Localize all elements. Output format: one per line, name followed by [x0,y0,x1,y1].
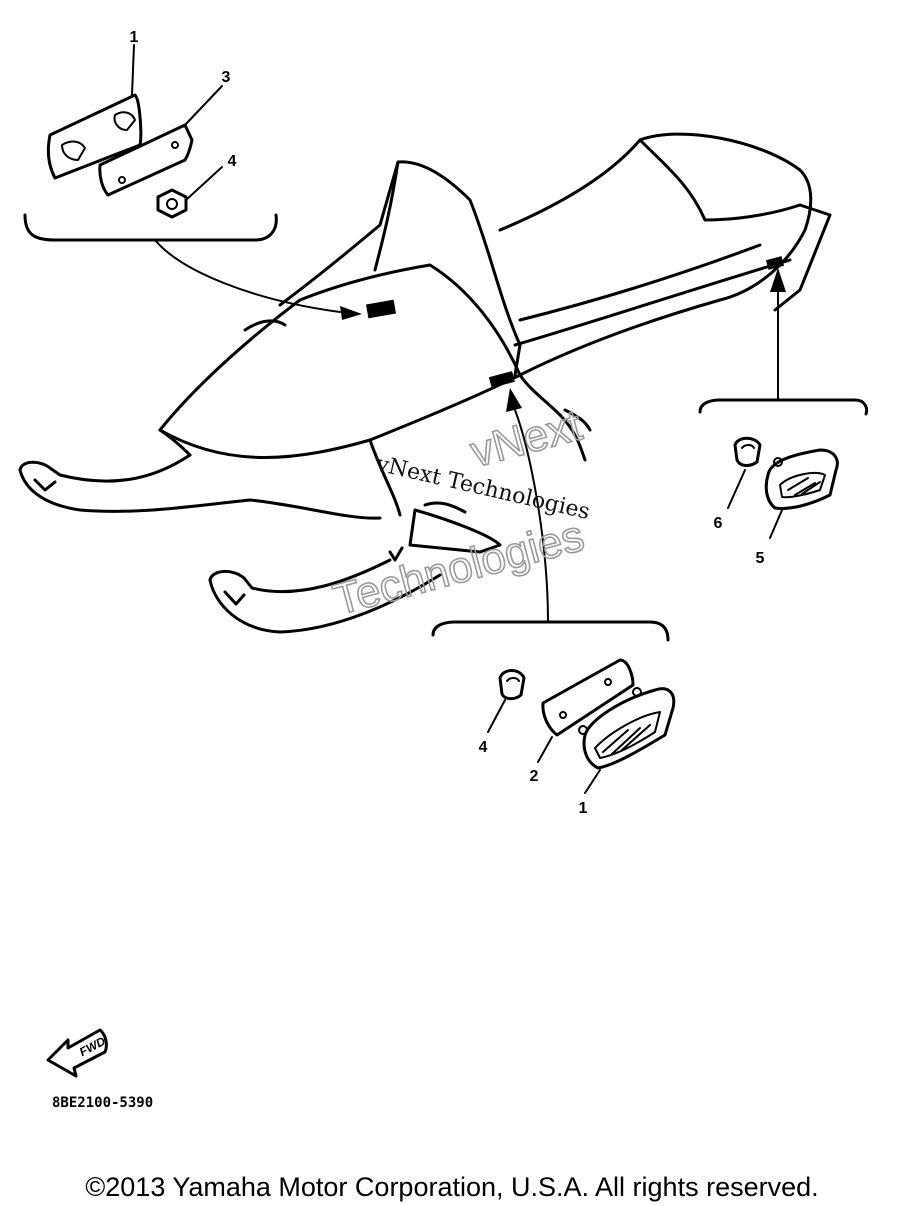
fwd-arrow-icon: FWD [46,1028,108,1078]
callout-3-top: 3 [222,69,231,86]
callout-4-bottom: 4 [479,739,488,756]
top-left-parts-group: 1 3 4 [23,29,362,320]
watermark: vNext Technologies vNext Technologies [328,400,593,626]
callout-1-bottom: 1 [579,800,588,817]
callout-4-top: 4 [228,153,237,170]
callout-5-right: 5 [756,550,765,567]
bottom-parts-group: 4 2 1 [431,388,676,817]
callout-6-right: 6 [714,515,723,532]
snowmobile-illustration [18,132,832,634]
drawing-code: 8BE2100-5390 [52,1095,153,1111]
callout-1-top: 1 [130,29,139,46]
watermark-outline-line-2: Technologies [328,511,589,625]
copyright-text: ©2013 Yamaha Motor Corporation, U.S.A. A… [85,1172,819,1202]
callout-2-bottom: 2 [530,768,539,785]
watermark-outline-line-1: vNext [465,401,586,477]
right-parts-group: 6 5 [698,268,869,567]
